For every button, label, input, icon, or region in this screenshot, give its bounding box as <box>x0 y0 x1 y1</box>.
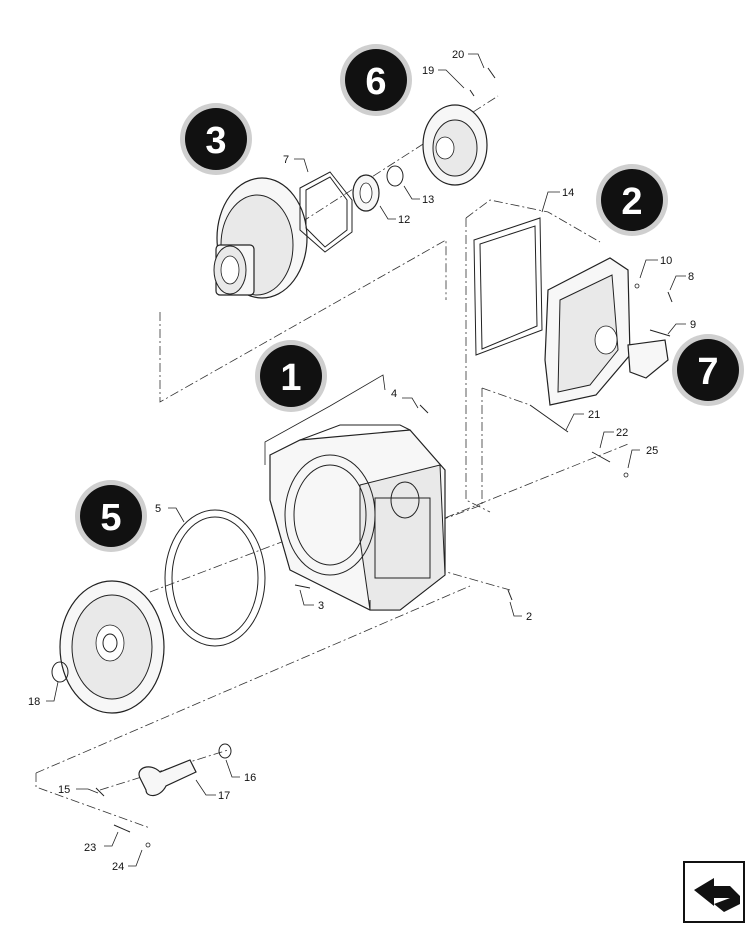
callout-2: 2 <box>596 164 668 236</box>
return-arrow-icon[interactable] <box>683 861 745 923</box>
label-21: 21 <box>588 409 600 421</box>
pump-part-6 <box>422 104 488 186</box>
label-24: 24 <box>112 861 124 873</box>
label-8: 8 <box>688 271 694 283</box>
gasket-part-7 <box>299 171 353 253</box>
callout-3-number: 3 <box>205 120 226 162</box>
ring-part-13 <box>386 165 404 187</box>
bearing-part-12 <box>352 174 380 212</box>
callout-6: 6 <box>340 44 412 116</box>
label-12: 12 <box>398 214 410 226</box>
tube-part-17 <box>138 759 197 797</box>
label-16: 16 <box>244 772 256 784</box>
label-15: 15 <box>58 784 70 796</box>
fasteners <box>95 67 673 848</box>
callout-6-number: 6 <box>365 61 386 103</box>
callout-7-number: 7 <box>697 351 718 393</box>
label-14: 14 <box>562 187 574 199</box>
callout-2-number: 2 <box>621 181 642 223</box>
gasket-part-14 <box>473 217 543 356</box>
torque-converter <box>59 580 165 714</box>
callout-7: 7 <box>672 334 744 406</box>
label-19: 19 <box>422 65 434 77</box>
cover-part-2 <box>544 257 631 406</box>
callout-5: 5 <box>75 480 147 552</box>
label-4: 4 <box>391 388 397 400</box>
label-13: 13 <box>422 194 434 206</box>
callout-5-number: 5 <box>100 497 121 539</box>
label-5: 5 <box>155 503 161 515</box>
label-2: 2 <box>526 611 532 623</box>
leader-lines <box>46 53 686 867</box>
callout-3: 3 <box>180 103 252 175</box>
label-20: 20 <box>452 49 464 61</box>
ring-part-16 <box>218 743 232 759</box>
label-17: 17 <box>218 790 230 802</box>
callout-1-number: 1 <box>280 357 301 399</box>
callout-1: 1 <box>255 340 327 412</box>
fitting-part-7 <box>627 339 669 379</box>
label-18: 18 <box>28 696 40 708</box>
label-22: 22 <box>616 427 628 439</box>
gasket-part-5 <box>164 509 266 647</box>
label-9: 9 <box>690 319 696 331</box>
part-labels: 4 5 7 10 8 9 12 13 14 15 16 17 18 19 20 … <box>28 49 696 873</box>
housing-part-1 <box>264 374 446 611</box>
ring-part-18 <box>51 661 69 683</box>
label-23: 23 <box>84 842 96 854</box>
converter-part-3 <box>213 177 308 299</box>
label-3: 3 <box>318 600 324 612</box>
label-25: 25 <box>646 445 658 457</box>
label-10: 10 <box>660 255 672 267</box>
label-7: 7 <box>283 154 289 166</box>
